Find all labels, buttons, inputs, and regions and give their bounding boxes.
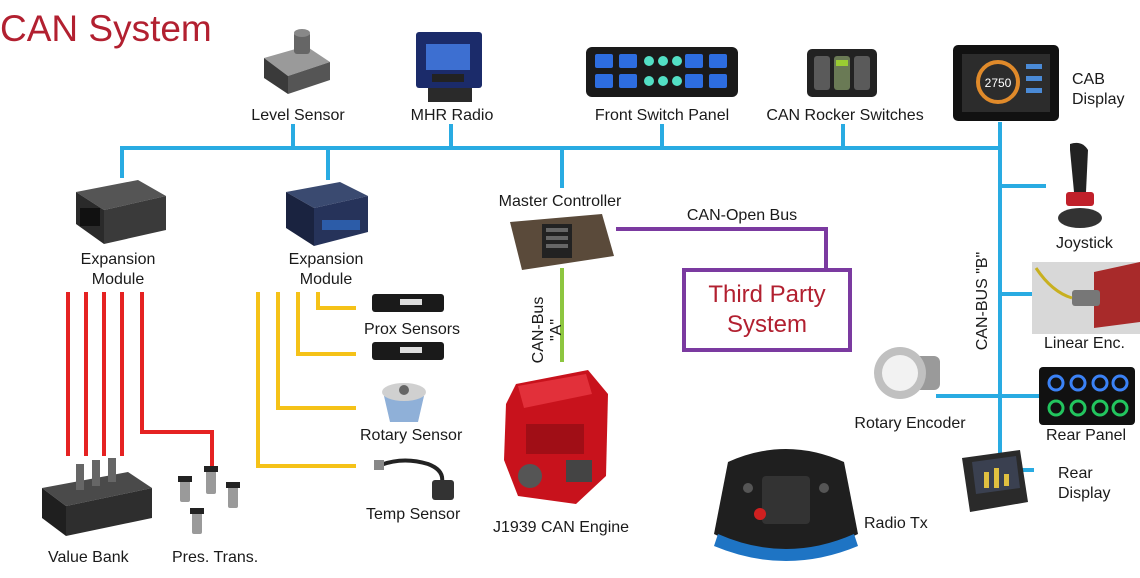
- pres-trans-label: Pres. Trans.: [172, 549, 259, 566]
- analog-input-lines: [256, 292, 356, 468]
- valve-bank-icon: [42, 458, 152, 536]
- controller-module-icon: [510, 214, 614, 270]
- mhr-radio-label: MHR Radio: [410, 107, 494, 124]
- rear-panel-label: Rear Panel: [1046, 427, 1127, 444]
- prox-sensor-icon: [372, 294, 444, 312]
- can-bus-a-label: CAN-Bus "A": [530, 296, 565, 364]
- remote-transmitter-icon: [714, 449, 858, 561]
- temp-sensor-label: Temp Sensor: [366, 506, 461, 523]
- master-controller-label: Master Controller: [498, 193, 622, 210]
- radio-module-icon: [416, 32, 482, 102]
- front-switch-panel-label: Front Switch Panel: [594, 107, 730, 124]
- prox-sensors-label: Prox Sensors: [364, 321, 461, 338]
- controller-module-icon: [286, 182, 368, 246]
- digital-output-lines: [66, 292, 214, 466]
- engine-label: J1939 CAN Engine: [492, 519, 630, 536]
- pressure-transducer-icon: [178, 466, 240, 534]
- rotary-encoder-label: Rotary Encoder: [854, 415, 966, 432]
- rocker-switch-icon: [807, 49, 877, 97]
- can-bus-b-label: CAN-BUS "B": [974, 251, 991, 351]
- level-sensor-label: Level Sensor: [251, 107, 345, 124]
- keypad-icon: [1039, 367, 1135, 425]
- cab-display-label: CAB Display: [1072, 71, 1125, 108]
- level-sensor-icon: [264, 29, 330, 94]
- linear-encoder-icon: [1032, 262, 1140, 334]
- joystick-icon: [1058, 142, 1102, 228]
- switch-panel-icon: [586, 47, 738, 97]
- rotary-sensor-icon: [382, 383, 426, 422]
- expansion-module-2-label: Expansion Module: [288, 251, 364, 288]
- controller-module-icon: [76, 180, 166, 244]
- prox-sensor-icon: [372, 342, 444, 360]
- diagram-title: CAN System: [0, 8, 212, 49]
- joystick-label: Joystick: [1056, 235, 1113, 252]
- valve-bank-label: Value Bank: [48, 549, 129, 566]
- cab-display-readout: 2750: [985, 76, 1012, 90]
- linear-enc-label: Linear Enc.: [1044, 335, 1125, 352]
- temp-sensor-icon: [374, 458, 454, 500]
- expansion-module-1-label: Expansion Module: [80, 251, 156, 288]
- rotary-encoder-icon: [874, 347, 940, 399]
- third-party-system: Third Party System: [682, 268, 852, 352]
- rear-display-label: Rear Display: [1058, 465, 1111, 502]
- radio-tx-label: Radio Tx: [864, 515, 928, 532]
- rotary-sensor-label: Rotary Sensor: [360, 427, 463, 444]
- engine-icon: [504, 370, 608, 504]
- canopen-bus-label: CAN-Open Bus: [686, 207, 798, 224]
- display-icon: [962, 450, 1028, 512]
- rocker-switches-label: CAN Rocker Switches: [766, 107, 924, 124]
- display-icon: 2750: [953, 45, 1059, 121]
- canopen-line: [616, 227, 828, 268]
